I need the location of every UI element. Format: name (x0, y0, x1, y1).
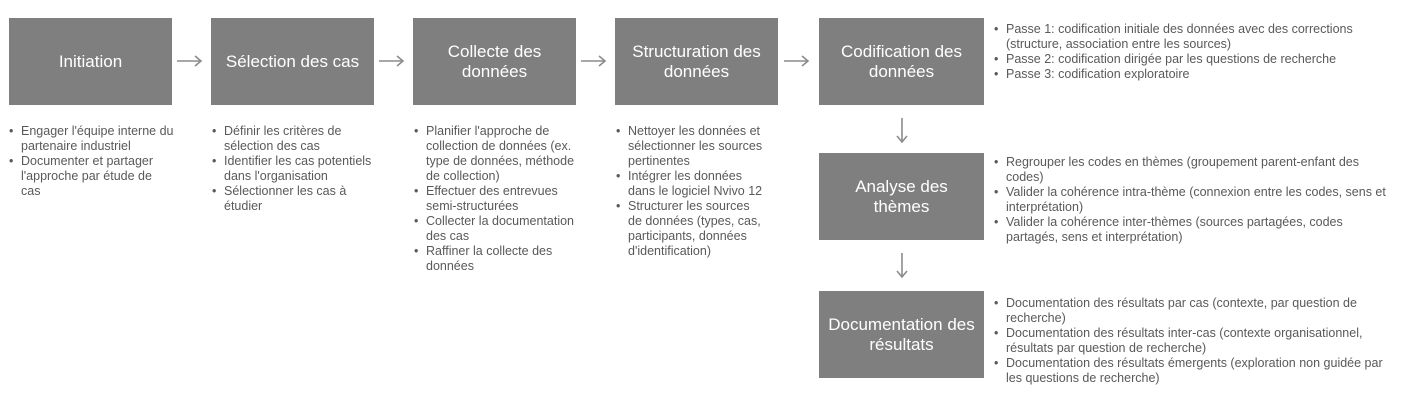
bullet-item: Valider la cohérence intra-thème (connex… (994, 185, 1394, 215)
arrow-down-icon (896, 118, 908, 144)
step-box-initiation: Initiation (9, 18, 172, 105)
arrow-right-icon (581, 55, 607, 67)
bullet-item: Sélectionner les cas à étudier (212, 184, 382, 214)
bullet-item: Passe 3: codification exploratoire (994, 67, 1394, 82)
bullet-item: Passe 2: codification dirigée par les qu… (994, 52, 1394, 67)
bullet-item: Collecter la documentation des cas (414, 214, 582, 244)
bullet-item: Passe 1: codification initiale des donné… (994, 22, 1394, 52)
documentation-bullets: Documentation des résultats par cas (con… (994, 296, 1394, 386)
bullet-item: Valider la cohérence inter-thèmes (sourc… (994, 215, 1394, 245)
step-box-selection: Sélection des cas (211, 18, 374, 105)
step-box-codification: Codification des données (819, 18, 984, 105)
collecte-bullets: Planifier l'approche de collection de do… (414, 124, 582, 274)
bullet-item: Définir les critères de sélection des ca… (212, 124, 382, 154)
bullet-item: Planifier l'approche de collection de do… (414, 124, 582, 184)
bullet-item: Raffiner la collecte des données (414, 244, 582, 274)
bullet-item: Effectuer des entrevues semi-structurées (414, 184, 582, 214)
arrow-right-icon (784, 55, 810, 67)
bullet-item: Intégrer les données dans le logiciel Nv… (616, 169, 766, 199)
bullet-item: Regrouper les codes en thèmes (groupemen… (994, 155, 1394, 185)
bullet-item: Identifier les cas potentiels dans l'org… (212, 154, 382, 184)
structuration-bullets: Nettoyer les données et sélectionner les… (616, 124, 766, 259)
arrow-right-icon (379, 55, 405, 67)
step-box-collecte: Collecte des données (413, 18, 576, 105)
bullet-item: Documentation des résultats par cas (con… (994, 296, 1394, 326)
bullet-item: Documentation des résultats émergents (e… (994, 356, 1394, 386)
arrow-down-icon (896, 253, 908, 279)
bullet-item: Nettoyer les données et sélectionner les… (616, 124, 766, 169)
bullet-item: Structurer les sources de données (types… (616, 199, 766, 259)
bullet-item: Documenter et partager l'approche par ét… (9, 154, 174, 199)
codification-bullets: Passe 1: codification initiale des donné… (994, 22, 1394, 82)
bullet-item: Documentation des résultats inter-cas (c… (994, 326, 1394, 356)
step-box-structuration: Structuration des données (615, 18, 778, 105)
initiation-bullets: Engager l'équipe interne du partenaire i… (9, 124, 174, 199)
step-box-analyse: Analyse des thèmes (819, 153, 984, 240)
step-box-documentation: Documentation des résultats (819, 291, 984, 378)
selection-bullets: Définir les critères de sélection des ca… (212, 124, 382, 214)
analyse-bullets: Regrouper les codes en thèmes (groupemen… (994, 155, 1394, 245)
arrow-right-icon (177, 55, 203, 67)
bullet-item: Engager l'équipe interne du partenaire i… (9, 124, 174, 154)
